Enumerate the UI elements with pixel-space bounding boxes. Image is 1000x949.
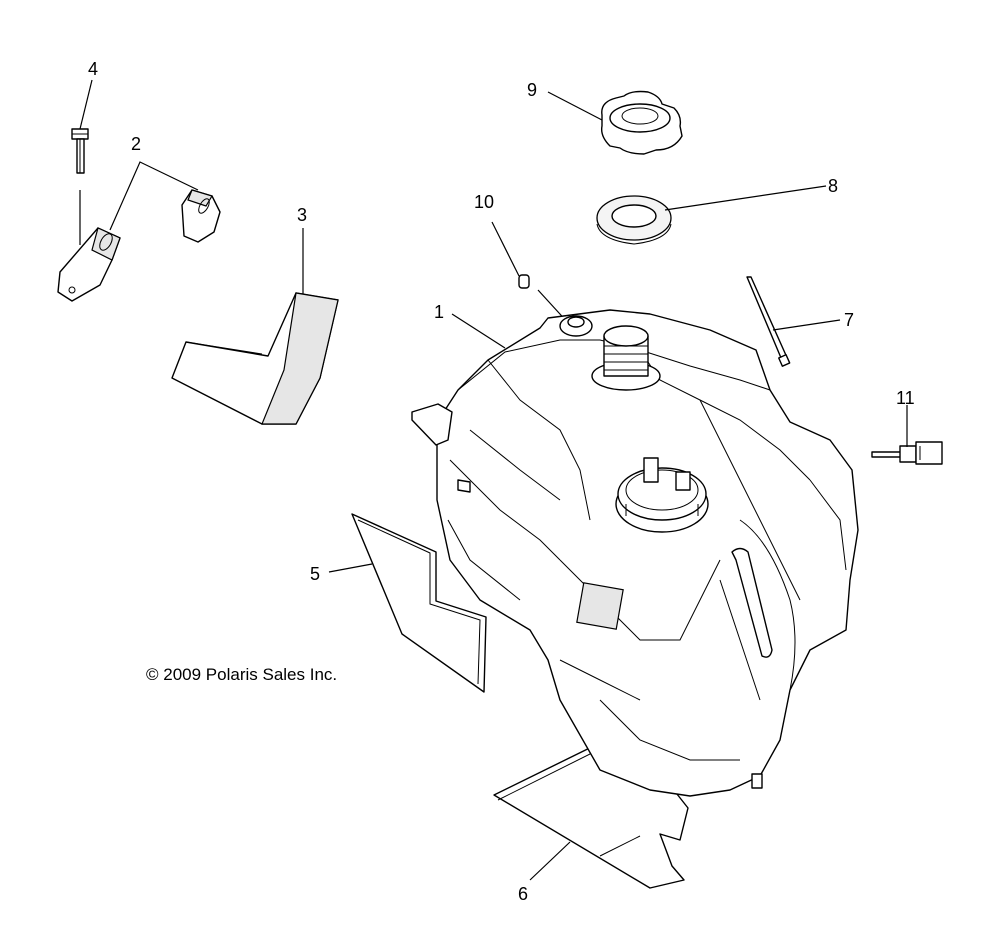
part-4-bolt	[71, 128, 89, 174]
part-7-rod	[746, 276, 791, 367]
part-1-fuel-tank	[411, 309, 859, 797]
filler-neck	[591, 325, 661, 391]
callout-7: 7	[844, 310, 854, 330]
copyright-notice: © 2009 Polaris Sales Inc.	[146, 665, 338, 684]
leader-10a	[491, 221, 520, 277]
part-3-foam-pad	[171, 292, 339, 425]
part-5-pad	[351, 513, 487, 693]
callout-2: 2	[131, 134, 141, 154]
callout-1: 1	[434, 302, 444, 322]
callout-3: 3	[297, 205, 307, 225]
leader-2	[109, 161, 199, 231]
leader-6	[529, 841, 571, 881]
vent-fitting	[559, 315, 593, 337]
part-8-gasket	[596, 195, 672, 245]
part-10-pin	[518, 274, 530, 289]
part-11-connector	[871, 441, 943, 465]
callout-10: 10	[474, 192, 494, 212]
leader-7	[772, 319, 841, 331]
leader-8	[664, 185, 827, 211]
callout-11: 11	[896, 388, 915, 408]
leader-1	[451, 313, 506, 349]
leader-9	[547, 91, 603, 121]
callout-4: 4	[88, 59, 98, 79]
fuel-pump-module	[615, 457, 709, 533]
part-9-fuel-cap	[600, 90, 683, 155]
callout-9: 9	[527, 80, 537, 100]
callout-6: 6	[518, 884, 528, 904]
part-2-bracket-right	[181, 189, 221, 243]
leader-4	[79, 79, 93, 130]
callout-8: 8	[828, 176, 838, 196]
part-2-bracket-left	[57, 227, 121, 302]
leader-5	[328, 563, 373, 573]
callout-5: 5	[310, 564, 320, 584]
